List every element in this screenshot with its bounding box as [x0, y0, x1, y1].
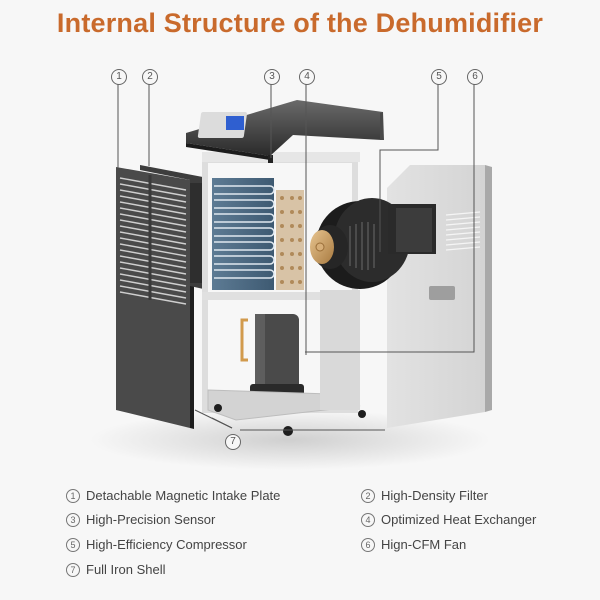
- legend-label: Full Iron Shell: [86, 562, 166, 577]
- legend-label: Optimized Heat Exchanger: [381, 512, 537, 527]
- sensor: [268, 155, 273, 163]
- legend-number: 6: [361, 537, 375, 552]
- callout-2: 2: [142, 69, 158, 85]
- legend-label: Hign-CFM Fan: [381, 537, 467, 552]
- fan: [310, 198, 436, 289]
- frame-top: [202, 152, 360, 162]
- page-title: Internal Structure of the Dehumidifier: [56, 8, 544, 38]
- callout-6: 6: [467, 69, 483, 85]
- leader-lines: [117, 83, 475, 431]
- callout-1: 1: [111, 69, 127, 85]
- callout-7: 7: [225, 434, 241, 450]
- display-screen: [226, 116, 244, 130]
- legend-item-6: 6 Hign-CFM Fan: [361, 537, 466, 552]
- legend-item-3: 3 High-Precision Sensor: [66, 512, 215, 527]
- top-cover: [186, 100, 384, 160]
- legend-item-2: 2 High-Density Filter: [361, 488, 488, 503]
- side-panel-inner: [320, 290, 360, 410]
- legend-number: 3: [66, 512, 80, 527]
- frame-mid: [202, 292, 360, 300]
- callout-5: 5: [431, 69, 447, 85]
- legend-label: High-Density Filter: [381, 488, 488, 503]
- legend-label: High-Precision Sensor: [86, 512, 216, 527]
- legend-item-4: 4 Optimized Heat Exchanger: [361, 512, 536, 527]
- legend-number: 4: [361, 512, 375, 527]
- legend-number: 5: [66, 537, 80, 552]
- legend-number: 7: [66, 562, 80, 577]
- legend-item-7: 7 Full Iron Shell: [66, 562, 165, 577]
- legend-label: High-Efficiency Compressor: [86, 537, 247, 552]
- callout-4: 4: [299, 69, 315, 85]
- intake-plate: [116, 167, 194, 429]
- heat-exchanger: [212, 178, 304, 290]
- legend-item-1: 1 Detachable Magnetic Intake Plate: [66, 488, 280, 503]
- legend-number: 1: [66, 488, 80, 503]
- callout-3: 3: [264, 69, 280, 85]
- legend-item-5: 5 High-Efficiency Compressor: [66, 537, 247, 552]
- legend-label: Detachable Magnetic Intake Plate: [86, 488, 281, 503]
- compressor: [240, 314, 304, 396]
- legend-number: 2: [361, 488, 375, 503]
